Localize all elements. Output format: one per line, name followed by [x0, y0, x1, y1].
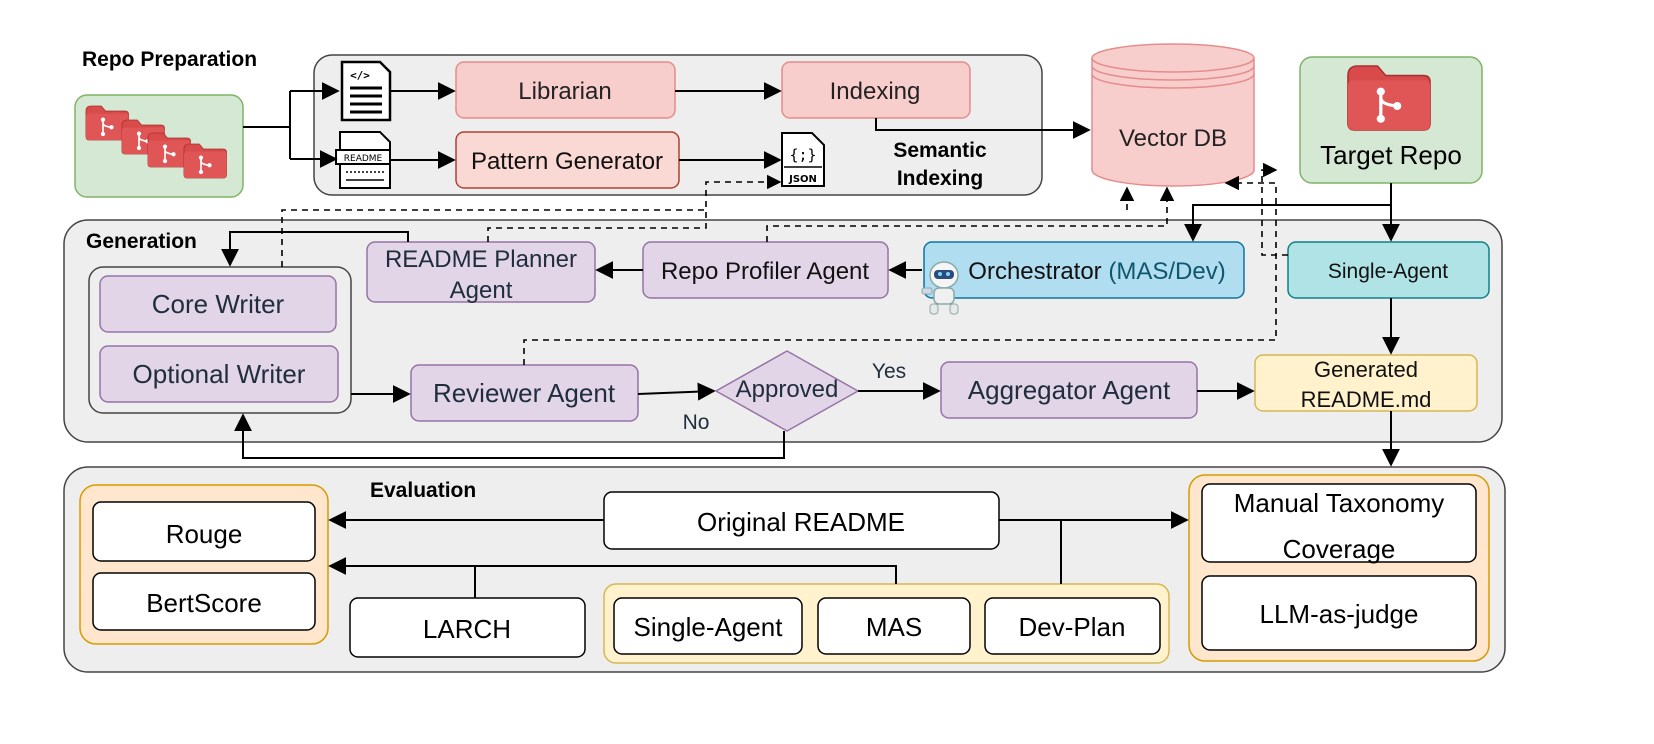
readme-planner-label-2: Agent	[450, 277, 513, 304]
dashed-edges	[281, 162, 1288, 365]
target-repo-label: Target Repo	[1320, 140, 1462, 170]
librarian-label: Librarian	[518, 78, 611, 105]
manual-taxonomy-label-1: Manual Taxonomy	[1234, 488, 1445, 518]
vector-db-label: Vector DB	[1119, 125, 1227, 152]
semantic-indexing-title-1: Semantic	[893, 139, 987, 162]
svg-text:JSON: JSON	[788, 174, 817, 185]
vector-db-node	[1091, 43, 1255, 187]
yes-label: Yes	[872, 360, 906, 383]
bertscore-label: BertScore	[146, 588, 262, 618]
no-label: No	[683, 411, 710, 434]
eval-mas-node	[817, 597, 971, 655]
generated-readme-label-1: Generated	[1314, 357, 1418, 382]
aggregator-label: Aggregator Agent	[968, 375, 1171, 405]
llm-judge-node	[1201, 575, 1477, 651]
robot-icon	[921, 261, 959, 315]
core-writer-label: Core Writer	[152, 289, 285, 319]
edges	[221, 82, 1400, 598]
rouge-node	[92, 501, 316, 562]
generated-readme-node	[1254, 354, 1478, 412]
single-agent-node	[1287, 241, 1490, 299]
manual-taxonomy-label-2: Coverage	[1283, 534, 1396, 564]
eval-mas-label: MAS	[866, 612, 922, 642]
eval-single-agent-node	[613, 597, 803, 655]
generated-readme-label-2: README.md	[1301, 387, 1432, 412]
orchestrator-label: Orchestrator (MAS/Dev)	[968, 258, 1225, 285]
svg-text:{;}: {;}	[789, 146, 816, 164]
bertscore-node	[92, 572, 316, 631]
eval-dev-plan-node	[984, 597, 1161, 655]
evaluation-title: Evaluation	[370, 479, 476, 502]
optional-writer-node	[99, 345, 339, 403]
optional-writer-label: Optional Writer	[133, 359, 306, 389]
approved-decision	[715, 350, 859, 432]
reviewer-label: Reviewer Agent	[433, 378, 616, 408]
larch-label: LARCH	[423, 614, 511, 644]
original-readme-label: Original README	[697, 507, 905, 537]
repo-preparation-title: Repo Preparation	[82, 48, 257, 71]
json-file-icon: {;} JSON	[781, 132, 825, 187]
eval-single-agent-label: Single-Agent	[634, 612, 784, 642]
target-git-folder-icon	[1346, 64, 1432, 132]
indexing-label: Indexing	[830, 78, 921, 105]
eval-dev-plan-label: Dev-Plan	[1019, 612, 1126, 642]
manual-taxonomy-node	[1201, 483, 1477, 563]
larch-node	[349, 597, 586, 658]
pattern-generator-label: Pattern Generator	[471, 148, 663, 175]
semantic-indexing-title-2: Indexing	[897, 167, 983, 190]
readme-planner-label-1: README Planner	[385, 246, 577, 273]
approved-label: Approved	[736, 376, 839, 403]
orchestrator-suffix: (MAS/Dev)	[1108, 258, 1225, 285]
readme-file-icon: README	[335, 131, 391, 189]
core-writer-node	[99, 275, 337, 333]
single-agent-label: Single-Agent	[1328, 260, 1448, 283]
llm-judge-label: LLM-as-judge	[1260, 599, 1419, 629]
readme-planner-node	[366, 241, 596, 303]
code-file-icon: </>	[340, 60, 392, 122]
rouge-label: Rouge	[166, 519, 243, 549]
svg-text:README: README	[344, 154, 383, 164]
generation-title: Generation	[86, 230, 197, 253]
orchestrator-node	[923, 241, 1245, 299]
svg-text:</>: </>	[350, 69, 370, 82]
repo-profiler-label: Repo Profiler Agent	[661, 258, 869, 285]
orchestrator-main: Orchestrator	[968, 258, 1101, 285]
